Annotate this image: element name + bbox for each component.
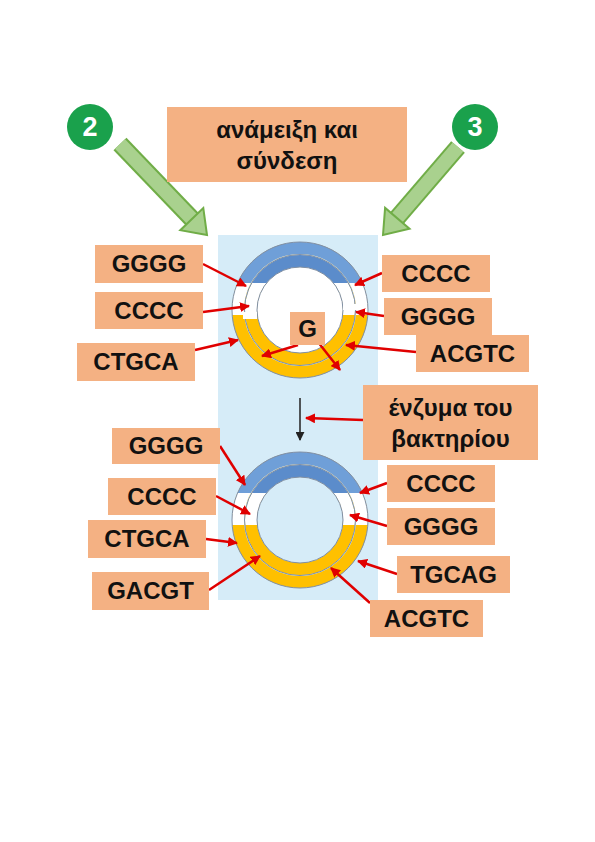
leader-arrow bbox=[195, 340, 238, 350]
green-arrow-head bbox=[180, 208, 207, 235]
sequence-label: CTGCA bbox=[77, 343, 195, 381]
node-text: GGGG bbox=[404, 513, 479, 541]
leader-arrow bbox=[318, 342, 340, 370]
node-text: GGGG bbox=[401, 303, 476, 331]
leader-arrow bbox=[206, 539, 237, 543]
leader-arrow bbox=[306, 418, 363, 420]
leader-arrow bbox=[350, 515, 387, 526]
sequence-label: CCCC bbox=[108, 478, 216, 515]
strand-yellow bbox=[251, 471, 349, 569]
leader-arrow bbox=[262, 345, 298, 356]
sequence-label: ACGTC bbox=[370, 600, 483, 637]
node-text: 2 bbox=[82, 112, 97, 143]
sequence-label: TGCAG bbox=[397, 556, 510, 593]
node-text: ένζυμα του βακτηρίου bbox=[361, 392, 541, 454]
sequence-label: GGGG bbox=[384, 298, 492, 335]
strand-outline bbox=[245, 465, 356, 576]
sequence-label: GGGG bbox=[112, 428, 220, 464]
leader-arrow bbox=[220, 446, 245, 485]
node-text: CCCC bbox=[114, 297, 183, 325]
strand-outline bbox=[232, 242, 368, 378]
sequence-label: CCCC bbox=[387, 465, 495, 502]
node-text: ανάμειξη και σύνδεση bbox=[197, 114, 377, 176]
sequence-label: ACGTC bbox=[416, 335, 529, 372]
node-text: ACGTC bbox=[384, 605, 469, 633]
strand-blue bbox=[238, 248, 362, 283]
node-text: CTGCA bbox=[104, 525, 189, 553]
strand-white bbox=[251, 261, 349, 315]
strand-outline bbox=[232, 452, 368, 588]
sequence-label: CCCC bbox=[382, 255, 490, 292]
sequence-label: GGGG bbox=[387, 508, 495, 545]
strand-yellow bbox=[238, 248, 362, 372]
strand-blue bbox=[238, 458, 362, 493]
callout-number: 3 bbox=[452, 104, 498, 150]
node-text: ACGTC bbox=[430, 340, 515, 368]
strand-yellow bbox=[238, 458, 362, 582]
node-text: GACGT bbox=[107, 577, 194, 605]
leader-arrow bbox=[216, 496, 250, 514]
node-text: CCCC bbox=[406, 470, 475, 498]
node-text: 3 bbox=[467, 112, 482, 143]
strand-outline bbox=[245, 255, 356, 366]
node-text: CCCC bbox=[401, 260, 470, 288]
strand-blue bbox=[251, 261, 349, 283]
enzyme-box: ένζυμα του βακτηρίου bbox=[363, 385, 538, 460]
sequence-label: GGGG bbox=[95, 245, 203, 283]
leader-arrow bbox=[346, 345, 416, 352]
node-text: CCCC bbox=[127, 483, 196, 511]
node-text: GGGG bbox=[129, 432, 204, 460]
sequence-label: CCCC bbox=[95, 292, 203, 329]
strand-outline bbox=[257, 267, 343, 353]
process-box: ανάμειξη και σύνδεση bbox=[167, 107, 407, 182]
strand-nick bbox=[243, 312, 257, 319]
plasmid-interior bbox=[257, 267, 343, 353]
background-panel bbox=[218, 235, 378, 600]
strand-outline bbox=[257, 477, 343, 563]
node-text: CTGCA bbox=[93, 348, 178, 376]
leader-arrow bbox=[360, 483, 387, 493]
node-text: TGCAG bbox=[410, 561, 497, 589]
strand-yellow bbox=[251, 261, 349, 359]
strand-white bbox=[251, 471, 349, 525]
leader-arrow bbox=[331, 568, 370, 603]
strand-blue bbox=[251, 471, 349, 493]
plasmid-top bbox=[232, 242, 368, 378]
leader-arrow bbox=[358, 561, 397, 574]
sequence-label: CTGCA bbox=[88, 520, 206, 558]
callout-number: 2 bbox=[67, 104, 113, 150]
leader-arrow bbox=[203, 264, 246, 286]
strand-nick bbox=[343, 304, 357, 310]
sequence-label: GACGT bbox=[92, 572, 209, 610]
leader-arrow bbox=[203, 306, 249, 312]
leader-arrow bbox=[355, 273, 382, 285]
plasmid-bottom bbox=[232, 452, 368, 588]
node-text: GGGG bbox=[112, 250, 187, 278]
sequence-label: G bbox=[290, 312, 325, 345]
node-text: G bbox=[298, 315, 317, 343]
green-arrow-head bbox=[383, 208, 410, 235]
leader-arrow bbox=[209, 556, 260, 590]
process-arrow bbox=[299, 398, 301, 440]
leader-arrow bbox=[356, 312, 384, 316]
